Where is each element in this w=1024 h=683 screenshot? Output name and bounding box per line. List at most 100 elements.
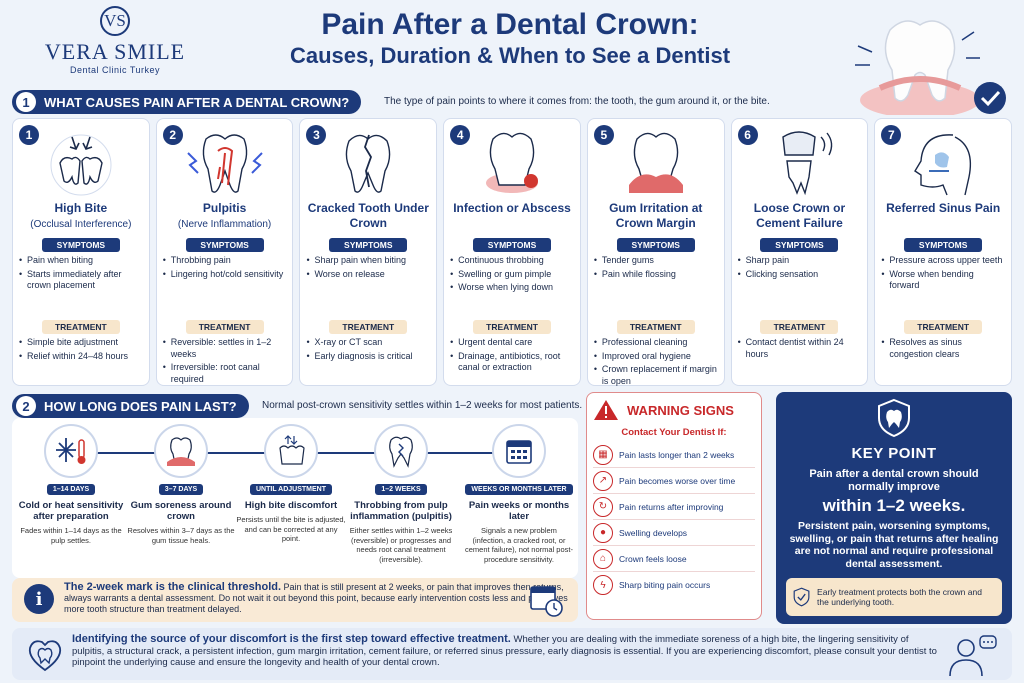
- symptom-item: Pain when biting: [19, 255, 143, 267]
- cause-name: High Bite(Occlusal Interference): [30, 201, 132, 230]
- brand-monogram: VS: [100, 6, 130, 36]
- symptom-item: Sharp pain when biting: [306, 255, 430, 267]
- page-title: Pain After a Dental Crown: Causes, Durat…: [210, 8, 810, 70]
- symptoms-list: Tender gumsPain while flossing: [594, 255, 718, 317]
- molars-bite-icon: [50, 134, 112, 196]
- treatment-item: Resolves as sinus congestion clears: [881, 337, 1005, 360]
- cause-name: Referred Sinus Pain: [886, 201, 1001, 215]
- brand-logo: VS VERA SMILE Dental Clinic Turkey: [40, 6, 190, 82]
- warning-item: ↗Pain becomes worse over time: [593, 468, 755, 494]
- treatment-list: Urgent dental careDrainage, antibiotics,…: [450, 337, 574, 374]
- cause-card-cracked-tooth: 3 Cracked Tooth Under Crown SYMPTOMS Sha…: [299, 118, 438, 386]
- treatment-item: Contact dentist within 24 hours: [738, 337, 862, 360]
- symptoms-list: Throbbing painLingering hot/cold sensiti…: [163, 255, 287, 317]
- cause-card-infection: 4 Infection or Abscess SYMPTOMS Continuo…: [443, 118, 581, 386]
- cause-number: 5: [593, 125, 614, 145]
- symptom-item: Tender gums: [594, 255, 718, 267]
- threshold-body: Pain that is still present at 2 weeks, o…: [64, 582, 568, 614]
- symptom-item: Continuous throbbing: [450, 255, 574, 267]
- symptoms-list: Sharp painClicking sensation: [738, 255, 862, 317]
- abscess-tooth-icon: [486, 132, 539, 193]
- treatment-item: Drainage, antibiotics, root canal or ext…: [450, 351, 574, 374]
- timeline-tag: 1–14 DAYS: [46, 484, 96, 495]
- bite-adjust-icon: [279, 435, 305, 465]
- symptom-item: Pain while flossing: [594, 269, 718, 281]
- key-point-line-3: Persistent pain, worsening symptoms, swe…: [789, 520, 999, 570]
- symptoms-list: Continuous throbbingSwelling or gum pimp…: [450, 255, 574, 317]
- symptom-item: Worse on release: [306, 269, 430, 281]
- bottom-banner: Identifying the source of your discomfor…: [12, 628, 1012, 680]
- snowflake-thermometer-icon: [56, 438, 86, 464]
- treatment-item: Relief within 24–48 hours: [19, 351, 143, 363]
- symptoms-label: SYMPTOMS: [904, 238, 983, 252]
- symptoms-label: SYMPTOMS: [41, 238, 120, 252]
- timeline-heading: Cold or heat sensitivity after preparati…: [18, 500, 124, 522]
- timeline-heading: Pain weeks or months later: [468, 500, 570, 522]
- treatment-label: TREATMENT: [329, 320, 408, 334]
- timeline-item: 3–7 DAYS Gum soreness around crown Resol…: [126, 424, 236, 545]
- trend-up-icon: ↗: [593, 470, 613, 491]
- symptom-item: Lingering hot/cold sensitivity: [163, 269, 287, 281]
- treatment-item: Simple bite adjustment: [19, 337, 143, 349]
- timeline-heading: Gum soreness around crown: [130, 500, 232, 522]
- symptoms-list: Pain when bitingStarts immediately after…: [19, 255, 143, 317]
- key-point-note: Early treatment protects both the crown …: [817, 587, 982, 607]
- sore-gum-tooth-icon: [167, 437, 195, 466]
- section-2-note: Normal post-crown sensitivity settles wi…: [262, 400, 583, 411]
- shield-check-icon: [793, 587, 810, 607]
- symptom-item: Throbbing pain: [163, 255, 287, 267]
- treatment-list: X-ray or CT scanEarly diagnosis is criti…: [306, 337, 430, 362]
- section-2-number: 2: [16, 396, 36, 416]
- cause-card-pulpitis: 2 Pulpitis(Nerve Inflammation) SYMPTOMS …: [155, 118, 294, 386]
- bottom-body: Whether you are dealing with the immedia…: [72, 634, 937, 668]
- brand-name: VERA SMILE: [44, 39, 186, 64]
- threshold-lead: The 2-week mark is the clinical threshol…: [64, 581, 282, 593]
- timeline-heading: High bite discomfort: [244, 500, 338, 511]
- cause-number: 6: [737, 125, 758, 145]
- warning-item-text: Pain returns after improving: [619, 501, 724, 512]
- calendar-icon: [506, 440, 532, 464]
- timeline-tag: WEEKS OR MONTHS LATER: [465, 484, 573, 495]
- cause-number: 4: [450, 125, 471, 145]
- section-1-header: 1 WHAT CAUSES PAIN AFTER A DENTAL CROWN?: [12, 90, 362, 114]
- treatment-list: Resolves as sinus congestion clears: [881, 337, 1005, 360]
- timeline-desc: Resolves within 3–7 days as the gum tiss…: [127, 526, 235, 545]
- timeline-item: 1–2 WEEKS Throbbing from pulp inflammati…: [346, 424, 456, 564]
- cause-card-loose-crown: 6 Loose Crown or Cement Failure SYMPTOMS…: [730, 118, 869, 386]
- symptoms-list: Sharp pain when bitingWorse on release: [306, 255, 430, 317]
- symptom-item: Clicking sensation: [738, 269, 862, 281]
- lightning-icon: ϟ: [593, 575, 613, 595]
- warning-item: ↻Pain returns after improving: [593, 494, 755, 520]
- warning-item: ●Swelling develops: [593, 520, 755, 546]
- cause-card-high-bite: 1 High Bite(Occlusal Interference) SYMPT…: [12, 118, 150, 386]
- loose-crown-icon: [782, 131, 833, 196]
- treatment-label: TREATMENT: [760, 320, 839, 334]
- section-2-header: 2 HOW LONG DOES PAIN LAST?: [12, 394, 249, 418]
- treatment-item: Urgent dental care: [450, 337, 574, 349]
- key-point-title: KEY POINT: [851, 445, 937, 462]
- symptom-item: Worse when lying down: [450, 282, 574, 294]
- warning-item: ⌂Crown feels loose: [593, 546, 755, 572]
- cause-number: 1: [19, 125, 39, 145]
- treatment-list: Simple bite adjustmentRelief within 24–4…: [19, 337, 143, 362]
- key-point-line-1: Pain after a dental crown should normall…: [809, 468, 979, 493]
- symptoms-label: SYMPTOMS: [329, 238, 408, 252]
- bottom-lead: Identifying the source of your discomfor…: [72, 633, 511, 645]
- cause-name: Cracked Tooth Under Crown: [307, 201, 429, 230]
- timeline-desc: Either settles within 1–2 weeks (reversi…: [349, 526, 453, 564]
- cause-subname: (Nerve Inflammation): [177, 219, 272, 230]
- warning-signs-panel: WARNING SIGNS Contact Your Dentist If: ▦…: [586, 392, 762, 620]
- section-1-number: 1: [16, 92, 36, 112]
- symptoms-label: SYMPTOMS: [760, 238, 839, 252]
- timeline-item: UNTIL ADJUSTMENT High bite discomfort Pe…: [236, 424, 346, 544]
- treatment-label: TREATMENT: [616, 320, 695, 334]
- treatment-list: Professional cleaningImproved oral hygie…: [594, 337, 718, 387]
- warning-title: WARNING SIGNS: [627, 402, 734, 418]
- gum-irritation-icon: [628, 132, 683, 193]
- timeline-desc: Fades within 1–14 days as the pulp settl…: [20, 526, 122, 545]
- loose-crown-icon: ⌂: [593, 548, 613, 569]
- section-1-note: The type of pain points to where it come…: [384, 96, 770, 107]
- title-line-2: Causes, Duration & When to See a Dentist: [289, 43, 731, 68]
- warning-item: ▦Pain lasts longer than 2 weeks: [593, 442, 755, 468]
- timeline-item: 1–14 DAYS Cold or heat sensitivity after…: [16, 424, 126, 545]
